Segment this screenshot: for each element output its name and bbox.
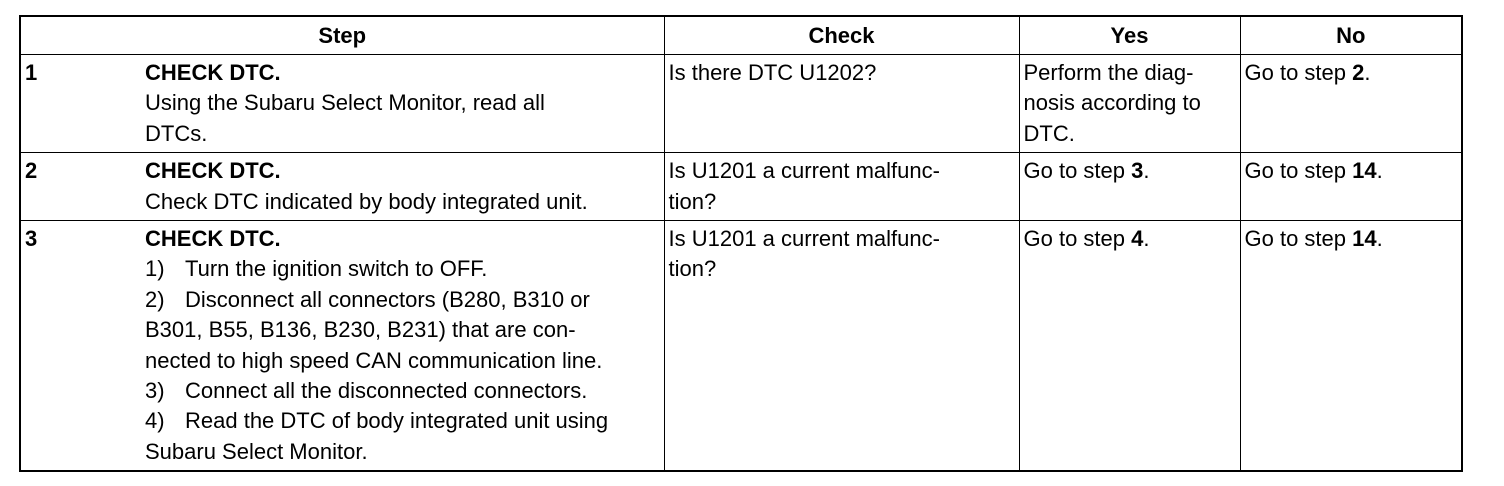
- sub-item-number: 4): [145, 408, 165, 434]
- sub-item: 1) Turn the ignition switch to OFF.: [145, 254, 660, 284]
- yes-text-suffix: .: [1143, 158, 1150, 184]
- header-step: Step: [19, 15, 665, 55]
- header-row: Step Check Yes No: [19, 15, 1463, 55]
- step-number: 2: [25, 158, 38, 184]
- no-text-suffix: .: [1376, 226, 1383, 252]
- check-text-line: Is there DTC U1202?: [668, 60, 877, 85]
- step-cell: 2 CHECK DTC. Check DTC indicated by body…: [19, 152, 665, 222]
- check-cell: Is U1201 a current malfunc- tion?: [663, 220, 1020, 472]
- yes-text-line: DTC.: [1023, 120, 1075, 146]
- no-cell: Go to step 2.: [1239, 53, 1463, 154]
- step-cell: 1 CHECK DTC. Using the Subaru Select Mon…: [19, 53, 665, 154]
- no-step-number: 2: [1352, 60, 1365, 85]
- sub-item-text: Disconnect all connectors (B280, B310 or: [185, 286, 590, 312]
- check-text-line: Is U1201 a current malfunc-: [668, 158, 940, 184]
- check-cell: Is there DTC U1202?: [663, 53, 1020, 154]
- header-check: Check: [663, 15, 1020, 55]
- no-text-prefix: Go to step: [1244, 60, 1353, 85]
- check-text-line: tion?: [668, 188, 717, 214]
- sub-item: 4) Read the DTC of body integrated unit u…: [145, 406, 660, 436]
- sub-item-number: 2): [145, 286, 165, 312]
- sub-item: 2) Disconnect all connectors (B280, B310 …: [145, 285, 660, 315]
- no-text-suffix: .: [1376, 158, 1383, 184]
- no-step-number: 14: [1352, 226, 1377, 252]
- step-cell: 3 CHECK DTC. 1) Turn the ignition switch …: [19, 220, 665, 472]
- no-text-suffix: .: [1364, 60, 1371, 85]
- yes-step-number: 4: [1131, 226, 1144, 252]
- no-text-prefix: Go to step: [1244, 158, 1353, 184]
- check-text-line: Is U1201 a current malfunc-: [668, 226, 940, 252]
- sub-item-text: Read the DTC of body integrated unit usi…: [185, 408, 609, 434]
- yes-step-number: 3: [1131, 158, 1144, 184]
- step-body: CHECK DTC. Using the Subaru Select Monit…: [145, 58, 660, 149]
- yes-text-line: nosis according to: [1023, 90, 1201, 116]
- header-no: No: [1239, 15, 1463, 55]
- step-description-line: Using the Subaru Select Monitor, read al…: [145, 90, 545, 116]
- step-number: 3: [25, 226, 38, 252]
- step-body: CHECK DTC. Check DTC indicated by body i…: [145, 156, 660, 217]
- no-step-number: 14: [1352, 158, 1377, 184]
- step-description-line: DTCs.: [145, 120, 208, 146]
- header-yes: Yes: [1018, 15, 1241, 55]
- step-number: 1: [25, 60, 38, 85]
- check-text-line: tion?: [668, 256, 717, 282]
- sub-item: 3) Connect all the disconnected connector…: [145, 376, 660, 406]
- table-row-step-2: 2 CHECK DTC. Check DTC indicated by body…: [19, 152, 1463, 222]
- yes-cell: Go to step 4.: [1018, 220, 1241, 472]
- yes-text-prefix: Go to step: [1023, 158, 1132, 184]
- no-text-prefix: Go to step: [1244, 226, 1353, 252]
- table-row-step-1: 1 CHECK DTC. Using the Subaru Select Mon…: [19, 53, 1463, 154]
- sub-item-continuation: Subaru Select Monitor.: [145, 438, 368, 464]
- step-description-line: Check DTC indicated by body integrated u…: [145, 188, 588, 214]
- step-title: CHECK DTC.: [145, 226, 281, 252]
- yes-text-suffix: .: [1143, 226, 1150, 252]
- step-body: CHECK DTC. 1) Turn the ignition switch to…: [145, 224, 660, 467]
- table-row-step-3: 3 CHECK DTC. 1) Turn the ignition switch …: [19, 220, 1463, 472]
- sub-item-number: 1): [145, 256, 165, 282]
- sub-item-continuation: nected to high speed CAN communication l…: [145, 347, 603, 373]
- yes-text-line: Perform the diag-: [1023, 60, 1194, 85]
- sub-item-number: 3): [145, 378, 165, 404]
- sub-item-text: Turn the ignition switch to OFF.: [185, 256, 488, 282]
- yes-text-prefix: Go to step: [1023, 226, 1132, 252]
- sub-item-text: Connect all the disconnected connectors.: [185, 378, 588, 404]
- step-title: CHECK DTC.: [145, 158, 281, 184]
- sub-item-continuation: B301, B55, B136, B230, B231) that are co…: [145, 317, 576, 343]
- step-title: CHECK DTC.: [145, 60, 281, 85]
- no-cell: Go to step 14.: [1239, 220, 1463, 472]
- yes-cell: Go to step 3.: [1018, 152, 1241, 222]
- diagnostic-table: Step Check Yes No 1 CHECK DTC. Using the…: [19, 15, 1463, 473]
- yes-cell: Perform the diag- nosis according to DTC…: [1018, 53, 1241, 154]
- check-cell: Is U1201 a current malfunc- tion?: [663, 152, 1020, 222]
- no-cell: Go to step 14.: [1239, 152, 1463, 222]
